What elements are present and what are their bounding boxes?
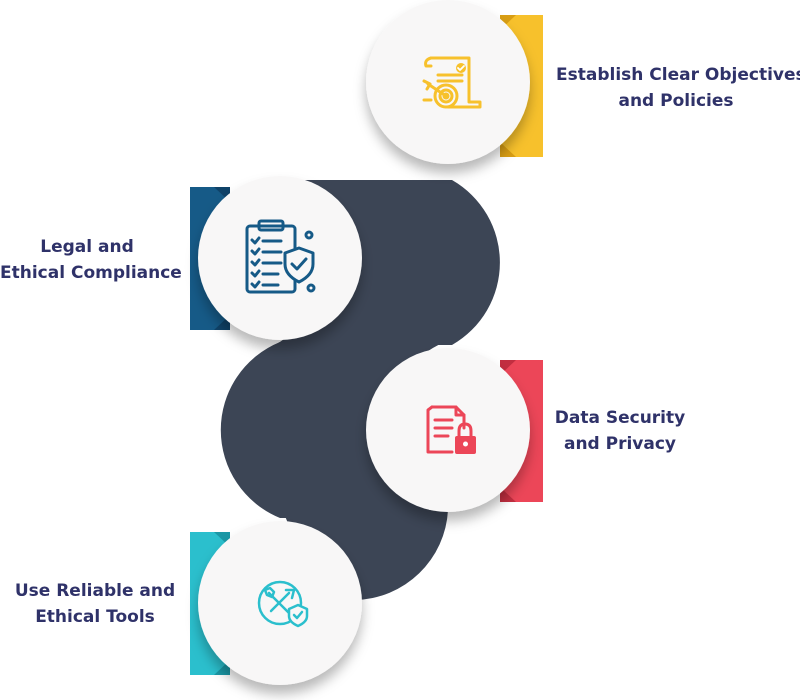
step-2-title-line-1: Legal and [40,237,134,257]
step-1-title-line-2: and Policies [618,91,734,111]
step-3-label: Data Security and Privacy [545,405,695,457]
step-2-label: Legal and Ethical Compliance [0,234,182,286]
policy-target-icon [422,56,482,109]
step-4-label: Use Reliable and Ethical Tools [12,578,178,630]
step-1-label: Establish Clear Objectives and Policies [556,62,800,114]
step-1-title-line-1: Establish Clear Objectives [556,65,800,85]
step-4-title-line-1: Use Reliable and [14,581,176,601]
step-2-title-line-2: Ethical Compliance [0,263,182,283]
step-3-title-line-1: Data Security [554,408,686,428]
circle-step-3 [366,348,530,512]
compliance-checklist-shield-icon [245,219,316,294]
tools-shield-icon [257,580,309,628]
step-3-title-line-2: and Privacy [563,434,677,454]
document-lock-icon [426,405,476,454]
step-4-title-line-2: Ethical Tools [35,607,155,627]
circle-step-2 [198,176,362,340]
